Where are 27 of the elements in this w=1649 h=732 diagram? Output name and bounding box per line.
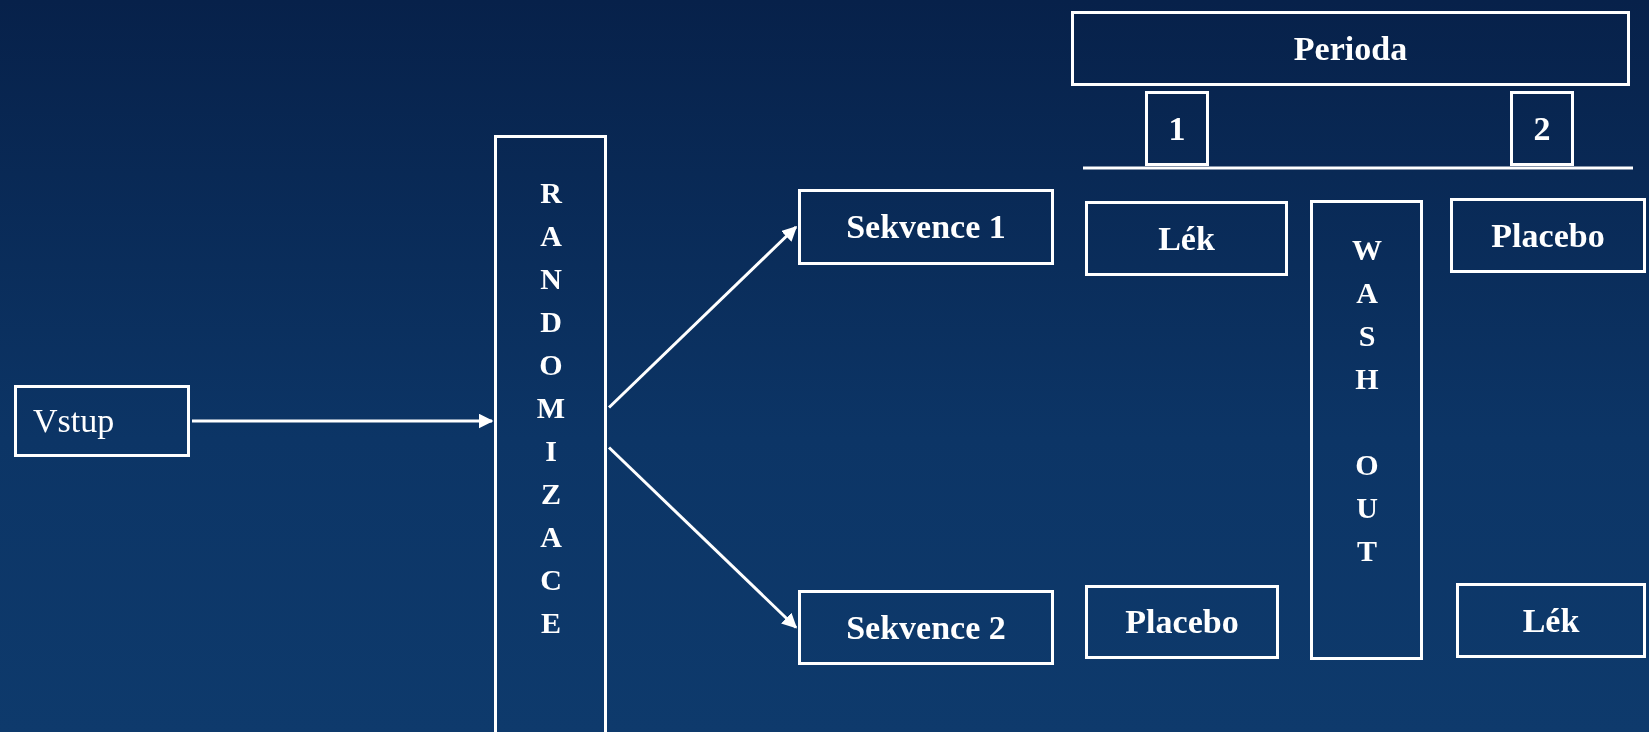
box-label: 1: [1168, 109, 1186, 148]
arrow: [192, 413, 494, 429]
label-box: [1085, 585, 1279, 659]
label-box: [798, 189, 1054, 265]
arrow: [607, 446, 798, 629]
box-label: Lék: [1522, 601, 1580, 640]
box-label: Vstup: [33, 402, 115, 440]
box-label: Sekvence 2: [846, 608, 1006, 647]
label-box: [1085, 201, 1288, 276]
label-box: [1510, 91, 1574, 166]
box-label: Placebo: [1125, 603, 1239, 641]
box-label: RANDOMIZACE: [535, 176, 566, 649]
box-label: Sekvence 1: [846, 208, 1006, 246]
label-box: [1145, 91, 1209, 166]
arrow: [607, 225, 798, 409]
label-box: [798, 590, 1054, 665]
label-box: [14, 385, 190, 457]
box-label: Placebo: [1491, 216, 1605, 255]
label-box: [1071, 11, 1630, 86]
washout-box: [1310, 200, 1423, 660]
box-label: 2: [1533, 109, 1551, 148]
box-label: Lék: [1158, 219, 1215, 258]
label-box: [1456, 583, 1646, 658]
box-label: WASH OUT: [1351, 233, 1382, 577]
box-label: Perioda: [1293, 29, 1408, 68]
label-box: [1450, 198, 1646, 273]
randomization-box: [494, 135, 607, 732]
